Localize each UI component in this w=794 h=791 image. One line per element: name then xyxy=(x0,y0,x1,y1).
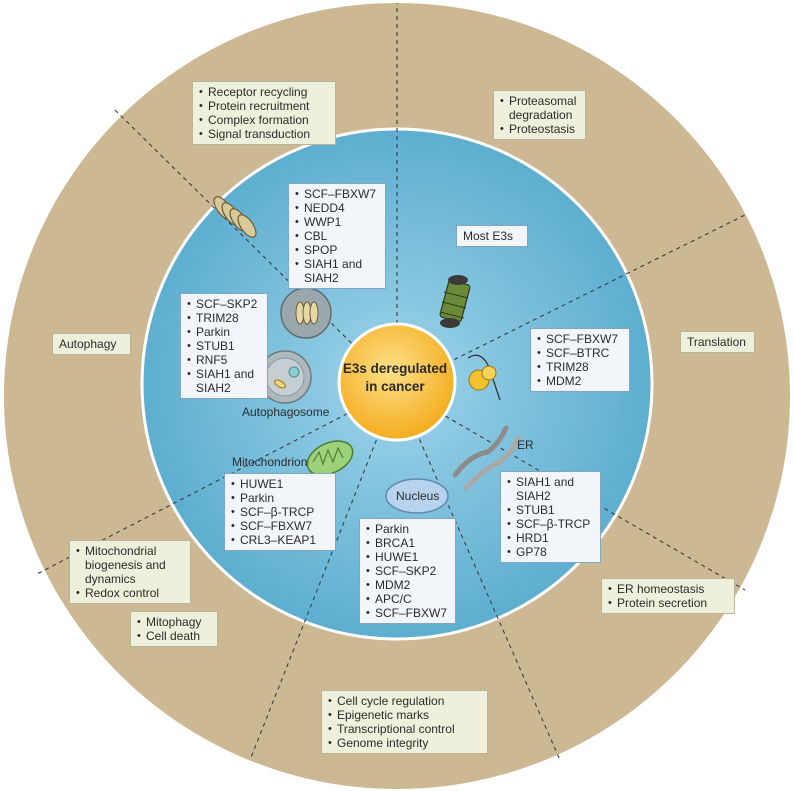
center-title: E3s deregulated in cancer xyxy=(335,360,455,396)
center-title-line1: E3s deregulated xyxy=(342,361,448,376)
mitochondrion-icon xyxy=(306,440,354,476)
e3-item: MDM2 xyxy=(537,374,623,388)
receptor-functions-box: Receptor recycling Protein recruitment C… xyxy=(192,81,336,145)
e3-item: SCF–FBXW7 xyxy=(295,187,379,201)
e3-item: HUWE1 xyxy=(366,550,449,564)
center-title-line2: in cancer xyxy=(365,379,425,394)
autophagosome-label: Autophagosome xyxy=(242,405,330,419)
e3-item: SCF–BTRC xyxy=(537,346,623,360)
e3-item: RNF5 xyxy=(187,353,261,367)
e3-item: CBL xyxy=(295,229,379,243)
nucleus-functions-box: Cell cycle regulation Epigenetic marks T… xyxy=(321,690,488,754)
e3-item: WWP1 xyxy=(295,215,379,229)
membrane-e3-box: SCF–FBXW7 NEDD4 WWP1 CBL SPOP SIAH1 and … xyxy=(288,183,386,289)
e3-item: SPOP xyxy=(295,243,379,257)
sector-dividers xyxy=(34,3,746,761)
translation-box: Translation xyxy=(680,331,755,353)
function-item: Redox control xyxy=(76,586,184,600)
autophagy-box: Autophagy xyxy=(52,333,131,355)
er-icon xyxy=(452,425,521,491)
mitophagy-functions-box: Mitophagy Cell death xyxy=(130,611,218,647)
e3-item: SCF–FBXW7 xyxy=(537,332,623,346)
e3-item: Parkin xyxy=(366,522,449,536)
endosome-vesicle-icon xyxy=(280,287,332,339)
e3-item: STUB1 xyxy=(507,503,594,517)
nucleus-icon xyxy=(385,478,449,514)
ribosome-icon xyxy=(467,354,501,401)
translation-label: Translation xyxy=(687,335,746,349)
e3-item: SCF–β-TRCP xyxy=(507,517,594,531)
autophagosome-e3-box: SCF–SKP2 TRIM28 Parkin STUB1 RNF5 SIAH1 … xyxy=(180,293,268,399)
e3-item: HRD1 xyxy=(507,531,594,545)
function-item: Complex formation xyxy=(199,113,329,127)
function-item: Proteostasis xyxy=(500,122,579,136)
e3-item: SIAH1 and SIAH2 xyxy=(187,367,261,395)
function-item: Signal transduction xyxy=(199,127,329,141)
e3-item: SIAH1 and SIAH2 xyxy=(507,475,594,503)
e3-item: CRL3–KEAP1 xyxy=(231,533,329,547)
er-label: ER xyxy=(517,438,534,452)
function-item: Cell death xyxy=(137,629,211,643)
proteasome-icon xyxy=(439,275,471,328)
e3-item: SCF–SKP2 xyxy=(366,564,449,578)
mitochondrion-label: Mitochondrion xyxy=(232,455,308,469)
e3-item: TRIM28 xyxy=(537,360,623,374)
autophagy-label: Autophagy xyxy=(59,337,117,351)
e3-item: Parkin xyxy=(231,491,329,505)
mitochondrion-e3-box: HUWE1 Parkin SCF–β-TRCP SCF–FBXW7 CRL3–K… xyxy=(224,473,336,551)
e3-item: SCF–FBXW7 xyxy=(231,519,329,533)
e3-item: SIAH1 and SIAH2 xyxy=(295,257,379,285)
e3-item: GP78 xyxy=(507,545,594,559)
e3-item: STUB1 xyxy=(187,339,261,353)
function-item: Protein recruitment xyxy=(199,99,329,113)
function-item: Proteasomal degradation xyxy=(500,94,579,122)
e3-item: Parkin xyxy=(187,325,261,339)
e3-item: SCF–SKP2 xyxy=(187,297,261,311)
e3-item: SCF–FBXW7 xyxy=(366,606,449,620)
most-e3s-label: Most E3s xyxy=(463,229,514,243)
function-item: ER homeostasis xyxy=(608,582,728,596)
e3-item: BRCA1 xyxy=(366,536,449,550)
er-e3-box: SIAH1 and SIAH2 STUB1 SCF–β-TRCP HRD1 GP… xyxy=(500,471,601,563)
function-item: Cell cycle regulation xyxy=(328,694,481,708)
e3-item: SCF–β-TRCP xyxy=(231,505,329,519)
function-item: Genome integrity xyxy=(328,736,481,750)
nucleus-label: Nucleus xyxy=(396,489,440,503)
autophagosome-icon xyxy=(258,350,312,404)
function-item: Protein secretion xyxy=(608,596,728,610)
proteasome-e3-box: Most E3s xyxy=(456,225,528,247)
function-item: Receptor recycling xyxy=(199,85,329,99)
function-item: Mitophagy xyxy=(137,615,211,629)
e3-item: APC/C xyxy=(366,592,449,606)
center-circle xyxy=(337,322,457,442)
e3-item: NEDD4 xyxy=(295,201,379,215)
translation-e3-box: SCF–FBXW7 SCF–BTRC TRIM28 MDM2 xyxy=(530,328,630,392)
function-item: Transcriptional control xyxy=(328,722,481,736)
e3-item: HUWE1 xyxy=(231,477,329,491)
e3-item: TRIM28 xyxy=(187,311,261,325)
membrane-receptor-icon xyxy=(213,196,257,238)
function-item: Mitochondrial biogenesis and dynamics xyxy=(76,544,184,586)
function-item: Epigenetic marks xyxy=(328,708,481,722)
proteasome-functions-box: Proteasomal degradation Proteostasis xyxy=(493,90,586,140)
er-functions-box: ER homeostasis Protein secretion xyxy=(601,578,735,614)
mitochondrial-functions-box: Mitochondrial biogenesis and dynamics Re… xyxy=(69,540,191,604)
e3-item: MDM2 xyxy=(366,578,449,592)
nucleus-e3-box: Parkin BRCA1 HUWE1 SCF–SKP2 MDM2 APC/C S… xyxy=(359,518,456,624)
